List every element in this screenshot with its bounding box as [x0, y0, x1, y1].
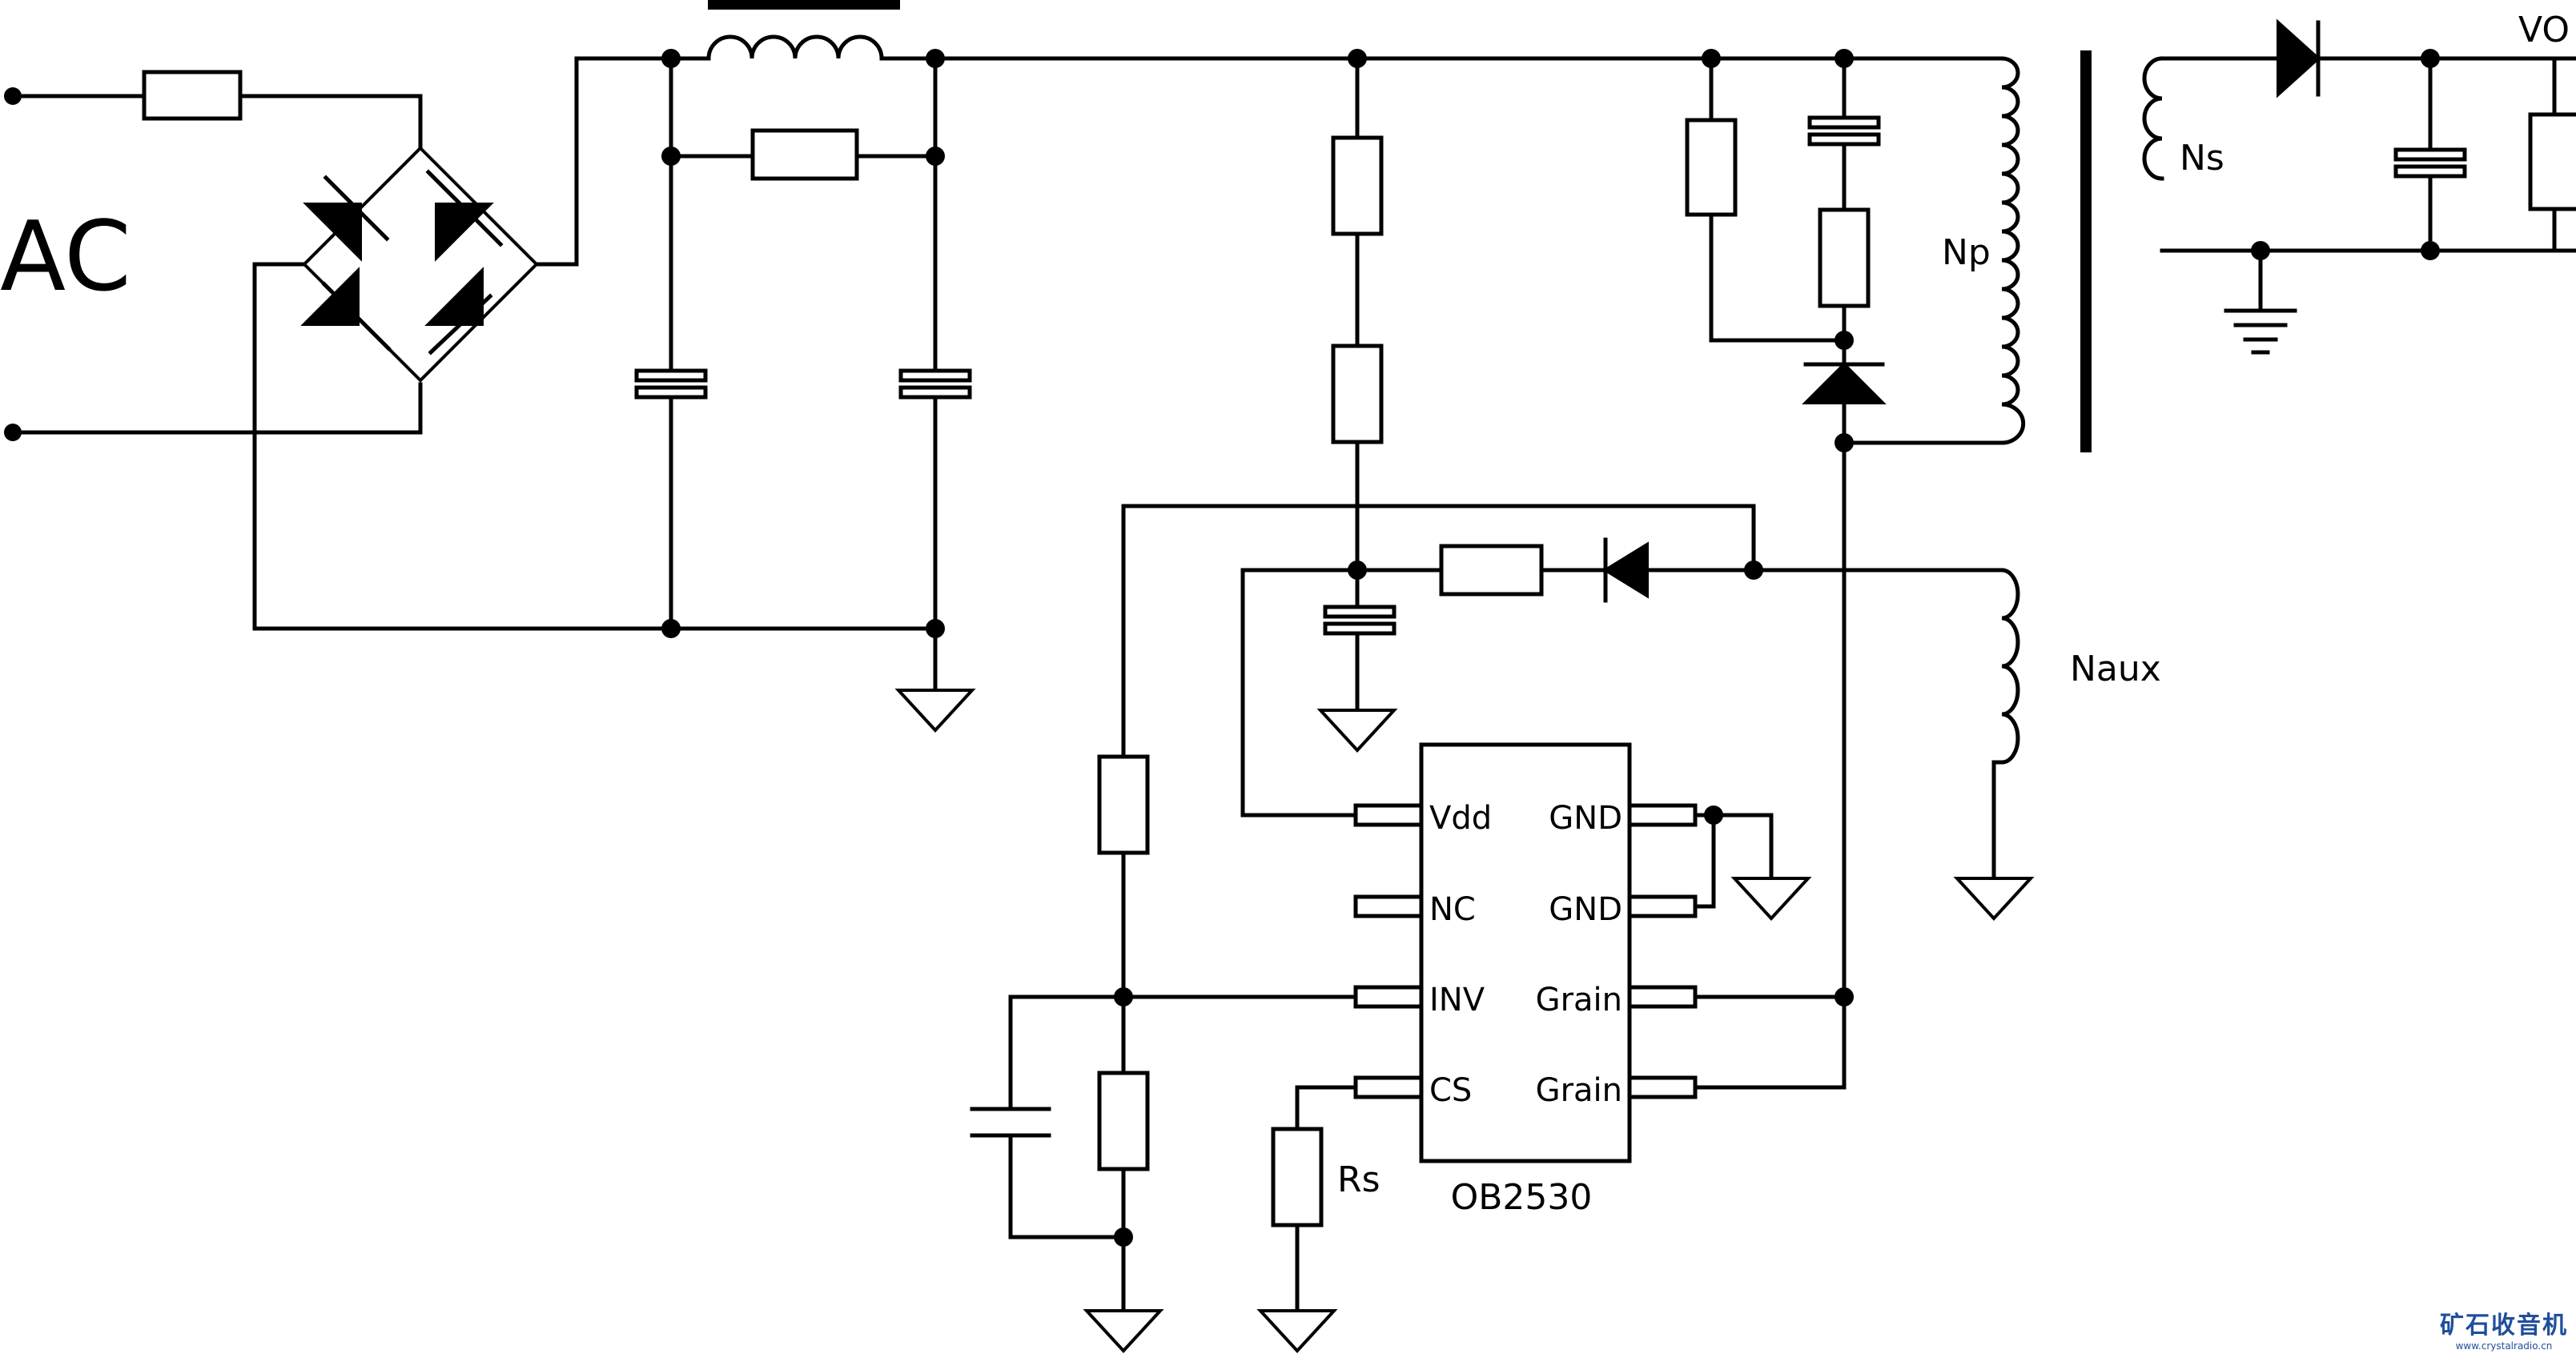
pin-gnd-label-1: GND: [1549, 800, 1622, 837]
watermark-cn: 矿石收音机: [2440, 1312, 2568, 1340]
controller-ic: [1353, 742, 1698, 1163]
pin-vdd-label: Vdd: [1429, 800, 1492, 837]
current-sense: [1256, 1085, 1358, 1353]
input-filter: [574, 0, 2004, 733]
feedback-divider: [970, 504, 1756, 1353]
watermark-logo: 矿石收音机 www.crystalradio.cn: [2440, 1305, 2568, 1352]
secondary-rectifier: [2224, 18, 2576, 355]
pin-nc-label: NC: [1429, 891, 1476, 928]
watermark-en: www.crystalradio.cn: [2455, 1340, 2553, 1352]
startup-network: [1240, 49, 2004, 818]
ns-label: Ns: [2180, 138, 2224, 179]
pin-gnd-label-2: GND: [1549, 891, 1622, 928]
bridge-rectifier: [252, 56, 938, 631]
vo-label: VO: [2518, 10, 2570, 50]
pin-inv-label: INV: [1429, 982, 1485, 1018]
pin-grain-label-2: Grain: [1536, 1072, 1622, 1109]
rs-label: Rs: [1337, 1159, 1380, 1200]
ac-input-terminals: [4, 87, 423, 441]
fuse: [142, 70, 243, 121]
chip-name-label: OB2530: [1451, 1177, 1593, 1218]
pin-cs-label: CS: [1429, 1072, 1472, 1109]
transformer: [1953, 50, 2576, 921]
naux-label: Naux: [2070, 649, 2161, 689]
np-label: Np: [1942, 232, 1991, 273]
pin-grain-label-1: Grain: [1536, 982, 1622, 1018]
ac-label: AC: [0, 202, 131, 313]
